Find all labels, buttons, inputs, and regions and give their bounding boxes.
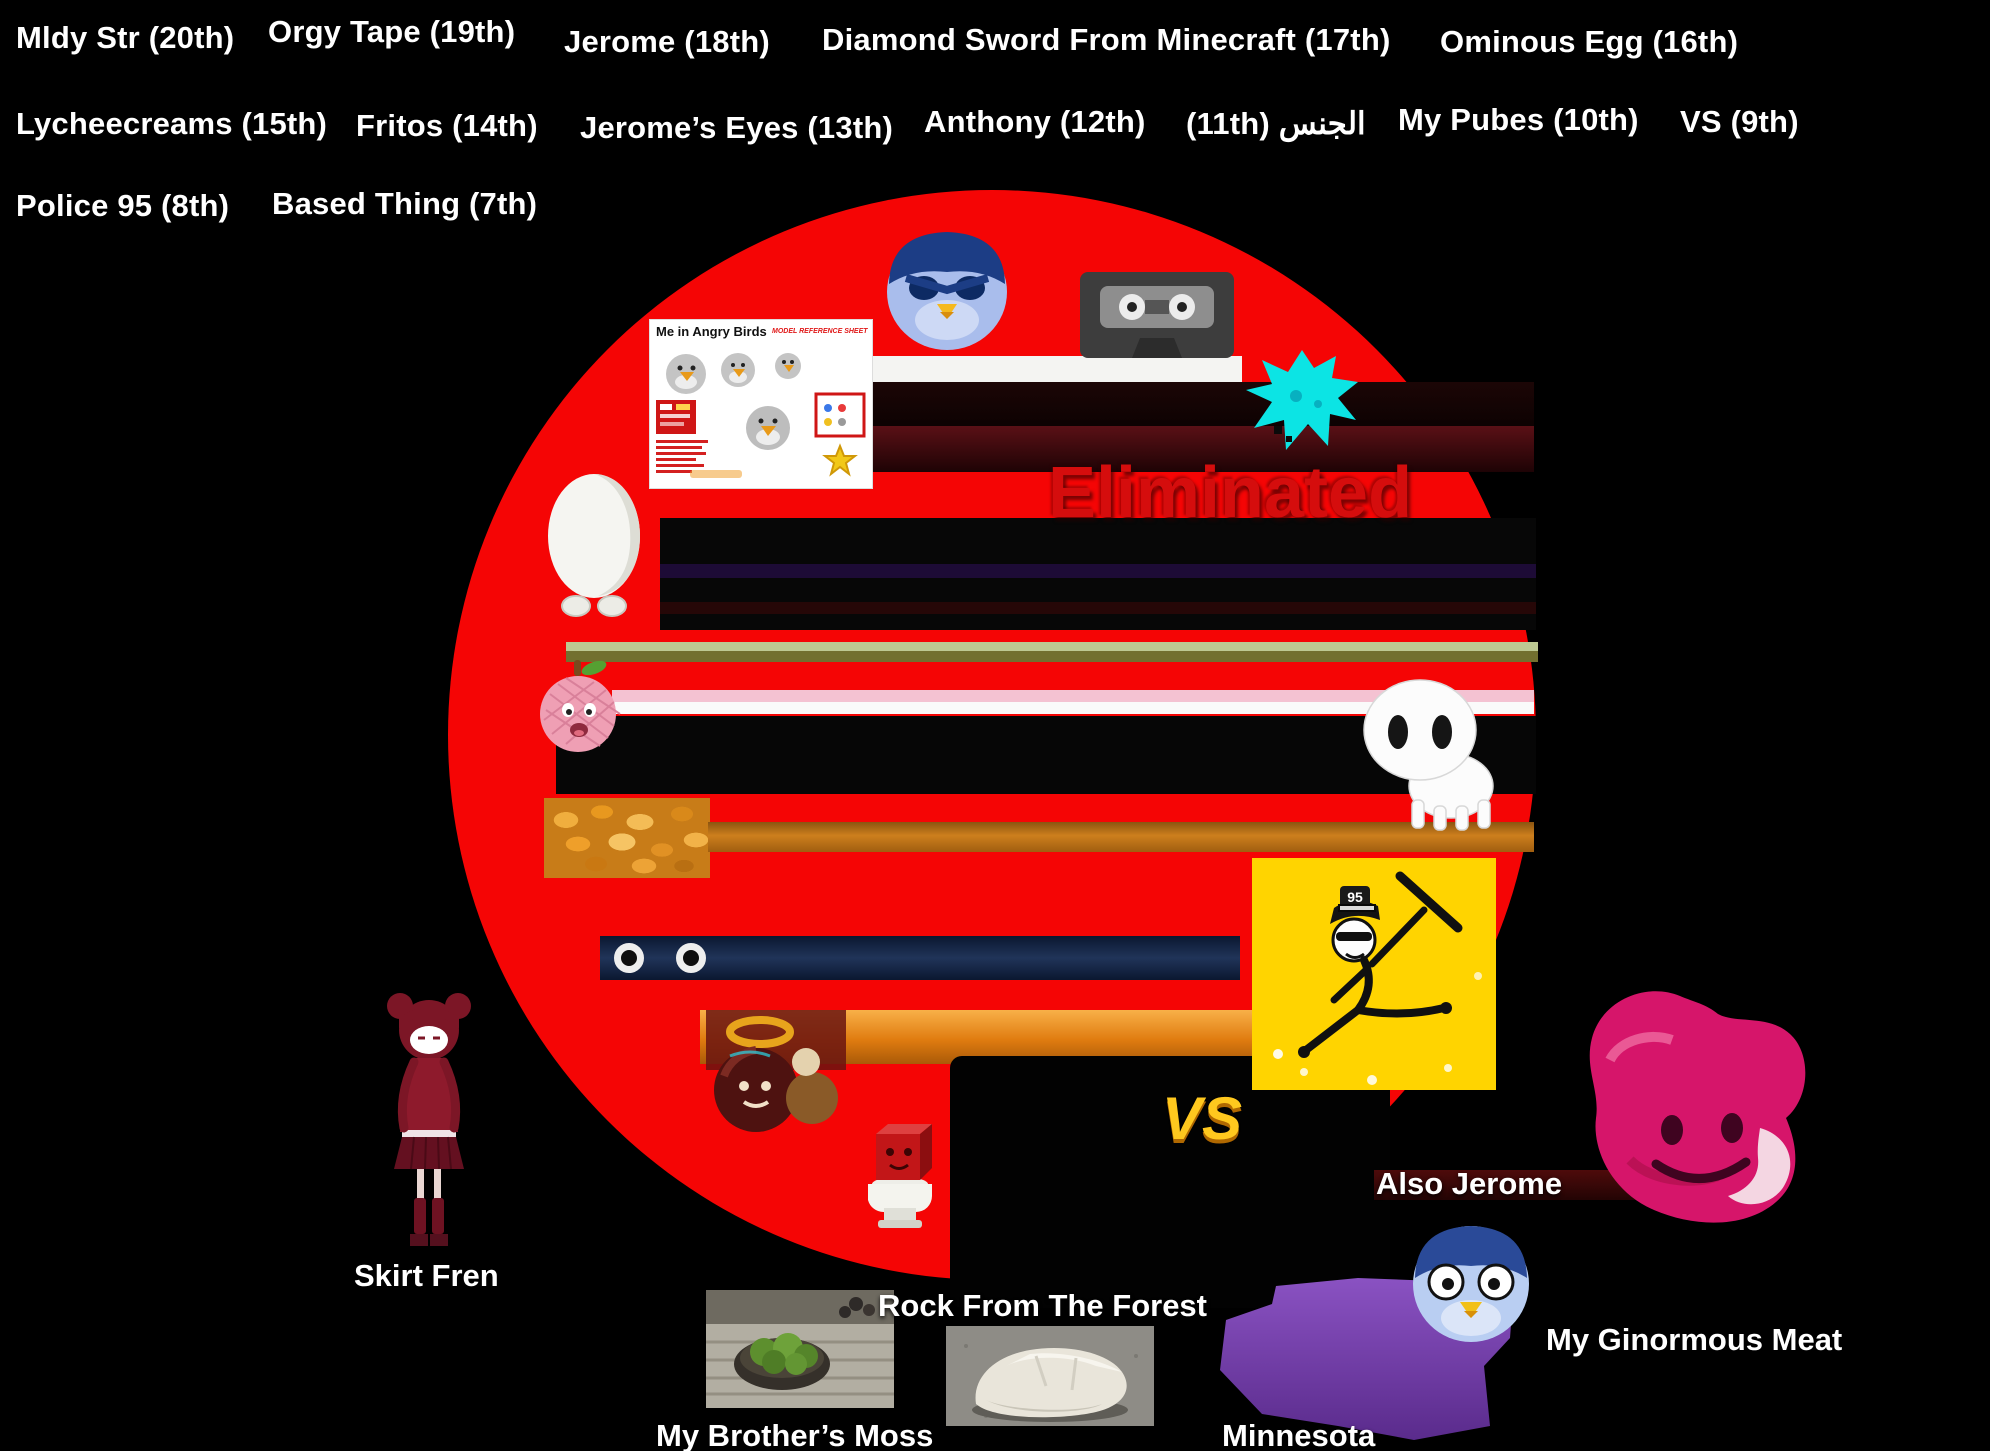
contestant-label-my-ginormous-meat: My Ginormous Meat bbox=[1546, 1322, 1843, 1357]
also-jerome-bird-character bbox=[1400, 1214, 1542, 1350]
stretched-bar-police-car bbox=[600, 936, 1240, 980]
forest-rock-photo bbox=[946, 1326, 1154, 1426]
reference-sheet-title: Me in Angry Birds bbox=[656, 324, 767, 339]
moss-bowl-photo bbox=[706, 1290, 894, 1408]
stretched-stripe-pink bbox=[612, 690, 1534, 702]
rank-label: Orgy Tape (19th) bbox=[268, 14, 516, 49]
rank-label: Lycheecreams (15th) bbox=[16, 106, 328, 141]
jerome-bird-character bbox=[876, 222, 1018, 354]
contestant-label-skirt-fren: Skirt Fren bbox=[354, 1258, 499, 1293]
rank-label: VS (9th) bbox=[1680, 104, 1799, 139]
contestant-label-rock-from-the-forest: Rock From The Forest bbox=[878, 1288, 1207, 1323]
rank-label: My Pubes (10th) bbox=[1398, 102, 1639, 137]
meat-character bbox=[1550, 980, 1824, 1258]
wheel-icon bbox=[676, 943, 706, 973]
rank-label: (11th) الجنس bbox=[1186, 106, 1366, 141]
stretched-bar-fritos bbox=[708, 822, 1534, 852]
rank-label: Fritos (14th) bbox=[356, 108, 538, 143]
black-backdrop-blob bbox=[950, 1056, 1390, 1308]
rank-label: Ominous Egg (16th) bbox=[1440, 24, 1739, 59]
skyrocket-bomb-characters bbox=[700, 1006, 852, 1148]
contestant-label-minnesota: Minnesota bbox=[1222, 1418, 1376, 1451]
tbh-creature-character bbox=[1356, 674, 1504, 832]
rank-label: Police 95 (8th) bbox=[16, 188, 230, 223]
stretched-stripe-darkred bbox=[660, 602, 1536, 614]
stretched-bar-maroon bbox=[862, 426, 1534, 472]
contestant-label-my-brothers-moss: My Brother’s Moss bbox=[656, 1418, 934, 1451]
police-95-character-tile: 95 bbox=[1252, 858, 1496, 1090]
rank-label: Anthony (12th) bbox=[924, 104, 1146, 139]
stretched-stripe-white bbox=[612, 702, 1534, 714]
vs-character-text: VS bbox=[1162, 1085, 1243, 1152]
lychee-fruit-character bbox=[530, 654, 628, 756]
skirt-fren-character bbox=[368, 986, 490, 1258]
contestant-label-also-jerome: Also Jerome bbox=[1376, 1166, 1563, 1201]
ominous-egg-character bbox=[540, 464, 648, 622]
fritos-chips-image bbox=[544, 798, 710, 878]
stretched-bar-dark bbox=[862, 382, 1534, 426]
reference-sheet-subtitle: MODEL REFERENCE SHEET bbox=[772, 328, 868, 335]
stretched-bar-white bbox=[862, 356, 1242, 382]
wheel-icon bbox=[614, 943, 644, 973]
rank-label: Mldy Str (20th) bbox=[16, 20, 235, 55]
rank-label: Jerome (18th) bbox=[564, 24, 770, 59]
stretched-stripe-purple bbox=[660, 564, 1536, 578]
reference-sheet-doodles bbox=[656, 353, 866, 478]
stretched-band-black-upper bbox=[660, 518, 1536, 630]
cyan-splat-character bbox=[1238, 344, 1366, 456]
cassette-tape-icon bbox=[1076, 264, 1238, 366]
stretched-bar-olive bbox=[566, 642, 1538, 662]
rank-label: Jerome’s Eyes (13th) bbox=[580, 110, 894, 145]
eliminated-title: Eliminated bbox=[1048, 453, 1413, 533]
rank-label: Diamond Sword From Minecraft (17th) bbox=[822, 22, 1391, 57]
red-cube-toilet-character bbox=[850, 1108, 952, 1230]
angry-birds-reference-sheet: Me in Angry Birds MODEL REFERENCE SHEET bbox=[650, 320, 872, 488]
police-badge-number: 95 bbox=[1347, 889, 1363, 905]
rank-label: Based Thing (7th) bbox=[272, 186, 538, 221]
